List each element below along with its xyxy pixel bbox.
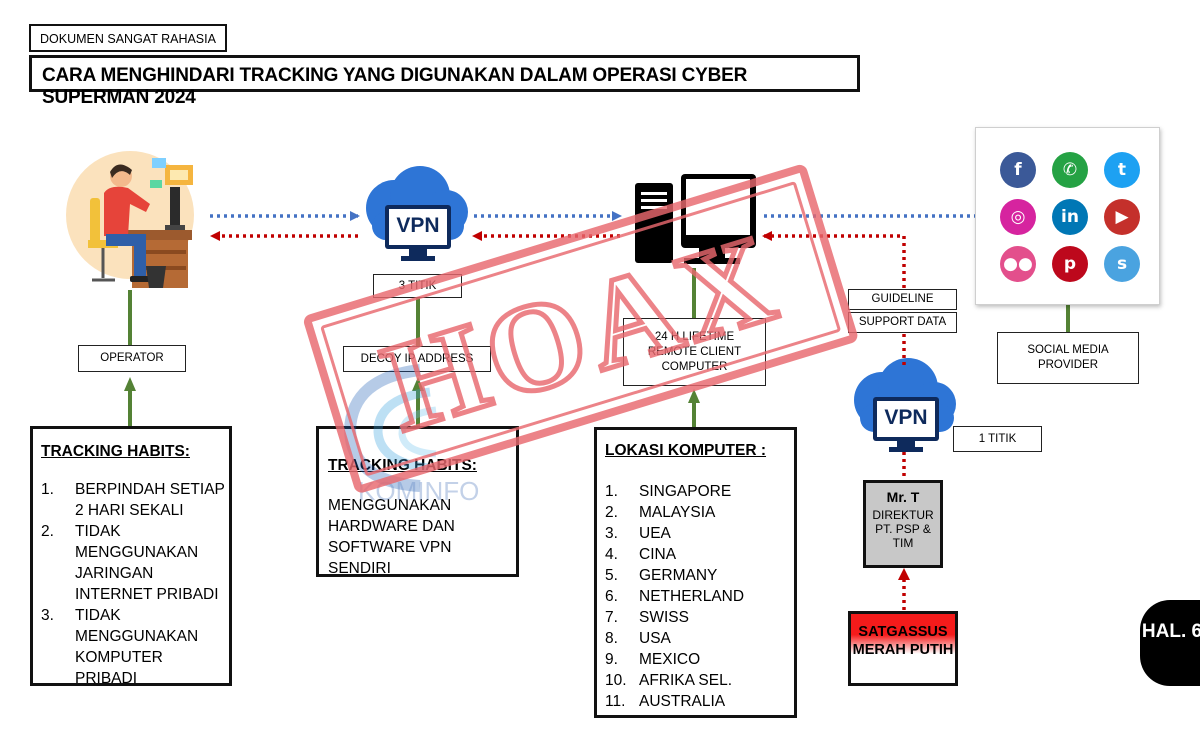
tracking-habits-list: 1. BERPINDAH SETIAP 2 HARI SEKALI 2. TIDAK … bbox=[41, 479, 229, 689]
twitter-icon: t bbox=[1104, 152, 1140, 188]
list-item-text: TIDAK MENGGUNAKAN JARINGAN INTERNET PRIB… bbox=[75, 523, 219, 603]
operator-illustration bbox=[66, 151, 194, 288]
page-number-badge: HAL. 6 bbox=[1140, 600, 1200, 686]
list-item-text: MALAYSIA bbox=[639, 504, 716, 521]
tracking-habits-operator-box: TRACKING HABITS: 1. BERPINDAH SETIAP 2 HA… bbox=[30, 426, 232, 689]
list-item: 7. SWISS bbox=[605, 607, 794, 628]
computer-label: 24 H LIFETIME REMOTE CLIENT COMPUTER bbox=[623, 318, 766, 386]
list-item-number: 10. bbox=[605, 672, 627, 689]
list-item: 11. AUSTRALIA bbox=[605, 691, 794, 712]
list-item: 4. CINA bbox=[605, 544, 794, 565]
pinterest-icon: p bbox=[1052, 246, 1088, 282]
list-item: 3. UEA bbox=[605, 523, 794, 544]
list-item-text: TIDAK MENGGUNAKAN KOMPUTER PRIBADI bbox=[75, 607, 199, 687]
classification-label: DOKUMEN SANGAT RAHASIA bbox=[29, 24, 227, 52]
operator-label: OPERATOR bbox=[78, 345, 186, 372]
computer-icon bbox=[635, 174, 756, 264]
list-item-number: 7. bbox=[605, 609, 618, 626]
list-item: 9. MEXICO bbox=[605, 649, 794, 670]
skype-icon: s bbox=[1104, 246, 1140, 282]
list-item: 6. NETHERLAND bbox=[605, 586, 794, 607]
director-name: Mr. T bbox=[886, 489, 920, 505]
list-item: 1. SINGAPORE bbox=[605, 481, 794, 502]
list-item-text: SWISS bbox=[639, 609, 689, 626]
list-item-text: CINA bbox=[639, 546, 677, 563]
lokasi-komputer-title: LOKASI KOMPUTER : bbox=[605, 442, 767, 459]
tracking-habits-2-text: MENGGUNAKAN HARDWARE DAN SOFTWARE VPN SE… bbox=[328, 497, 455, 577]
whatsapp-icon: ✆ bbox=[1052, 152, 1088, 188]
tracking-habits-2-title: TRACKING HABITS: bbox=[328, 457, 477, 474]
list-item: 2. TIDAK MENGGUNAKAN JARINGAN INTERNET PR… bbox=[41, 521, 229, 605]
list-item: 8. USA bbox=[605, 628, 794, 649]
list-item-number: 1. bbox=[605, 483, 618, 500]
flickr-icon: ●● bbox=[1000, 246, 1036, 282]
lokasi-komputer-box: LOKASI KOMPUTER : 1. SINGAPORE 2. MALAYSIA 3… bbox=[594, 427, 797, 718]
vpn2-count-label: 1 TITIK bbox=[953, 426, 1042, 452]
tracking-habits-title: TRACKING HABITS: bbox=[41, 443, 190, 460]
list-item-number: 2. bbox=[41, 523, 54, 540]
list-item: 3. TIDAK MENGGUNAKAN KOMPUTER PRIBADI bbox=[41, 605, 229, 689]
director-role: DIREKTUR PT. PSP & TIM bbox=[872, 508, 934, 550]
list-item-text: MEXICO bbox=[639, 651, 701, 668]
list-item-text: SINGAPORE bbox=[639, 483, 732, 500]
list-item-number: 9. bbox=[605, 651, 618, 668]
list-item-text: AUSTRALIA bbox=[639, 693, 726, 710]
list-item-number: 8. bbox=[605, 630, 618, 647]
social-media-provider-label: SOCIAL MEDIA PROVIDER bbox=[997, 332, 1139, 384]
satgassus-box: SATGASSUS MERAH PUTIH bbox=[848, 611, 958, 686]
list-item-number: 4. bbox=[605, 546, 618, 563]
list-item: 2. MALAYSIA bbox=[605, 502, 794, 523]
linkedin-icon: in bbox=[1052, 199, 1088, 235]
list-item-text: BERPINDAH SETIAP 2 HARI SEKALI bbox=[75, 481, 225, 519]
vpn-second-text: VPN bbox=[884, 406, 928, 429]
list-item-number: 2. bbox=[605, 504, 618, 521]
list-item-text: NETHERLAND bbox=[639, 588, 745, 605]
list-item-number: 5. bbox=[605, 567, 618, 584]
director-box: Mr. T DIREKTUR PT. PSP & TIM bbox=[863, 480, 943, 568]
list-item-text: AFRIKA SEL. bbox=[639, 672, 733, 689]
list-item-number: 11. bbox=[605, 693, 626, 710]
list-item-number: 3. bbox=[41, 607, 54, 624]
list-item-text: USA bbox=[639, 630, 671, 647]
vpn-cloud-second-icon bbox=[854, 358, 956, 452]
list-item-text: GERMANY bbox=[639, 567, 718, 584]
list-item-number: 6. bbox=[605, 588, 618, 605]
list-item: 10. AFRIKA SEL. bbox=[605, 670, 794, 691]
vpn-main-text: VPN bbox=[396, 214, 440, 237]
list-item: 1. BERPINDAH SETIAP 2 HARI SEKALI bbox=[41, 479, 229, 521]
support-data-label: SUPPORT DATA bbox=[848, 312, 957, 333]
decoy-ip-label: DECOY IP ADDRESS bbox=[343, 346, 491, 372]
lokasi-komputer-list: 1. SINGAPORE 2. MALAYSIA 3. UEA 4. CINA 5. GERMAN… bbox=[605, 481, 794, 712]
facebook-icon: f bbox=[1000, 152, 1036, 188]
youtube-icon: ▶ bbox=[1104, 199, 1140, 235]
instagram-icon: ◎ bbox=[1000, 199, 1036, 235]
tracking-habits-vpn-box: TRACKING HABITS: MENGGUNAKAN HARDWARE DA… bbox=[316, 426, 519, 577]
page-title: CARA MENGHINDARI TRACKING YANG DIGUNAKAN… bbox=[29, 55, 860, 108]
guideline-label: GUIDELINE bbox=[848, 289, 957, 310]
list-item-text: UEA bbox=[639, 525, 671, 542]
list-item: 5. GERMANY bbox=[605, 565, 794, 586]
vpn-count-label: 3 TITIK bbox=[373, 274, 462, 298]
list-item-number: 3. bbox=[605, 525, 618, 542]
list-item-number: 1. bbox=[41, 481, 54, 498]
